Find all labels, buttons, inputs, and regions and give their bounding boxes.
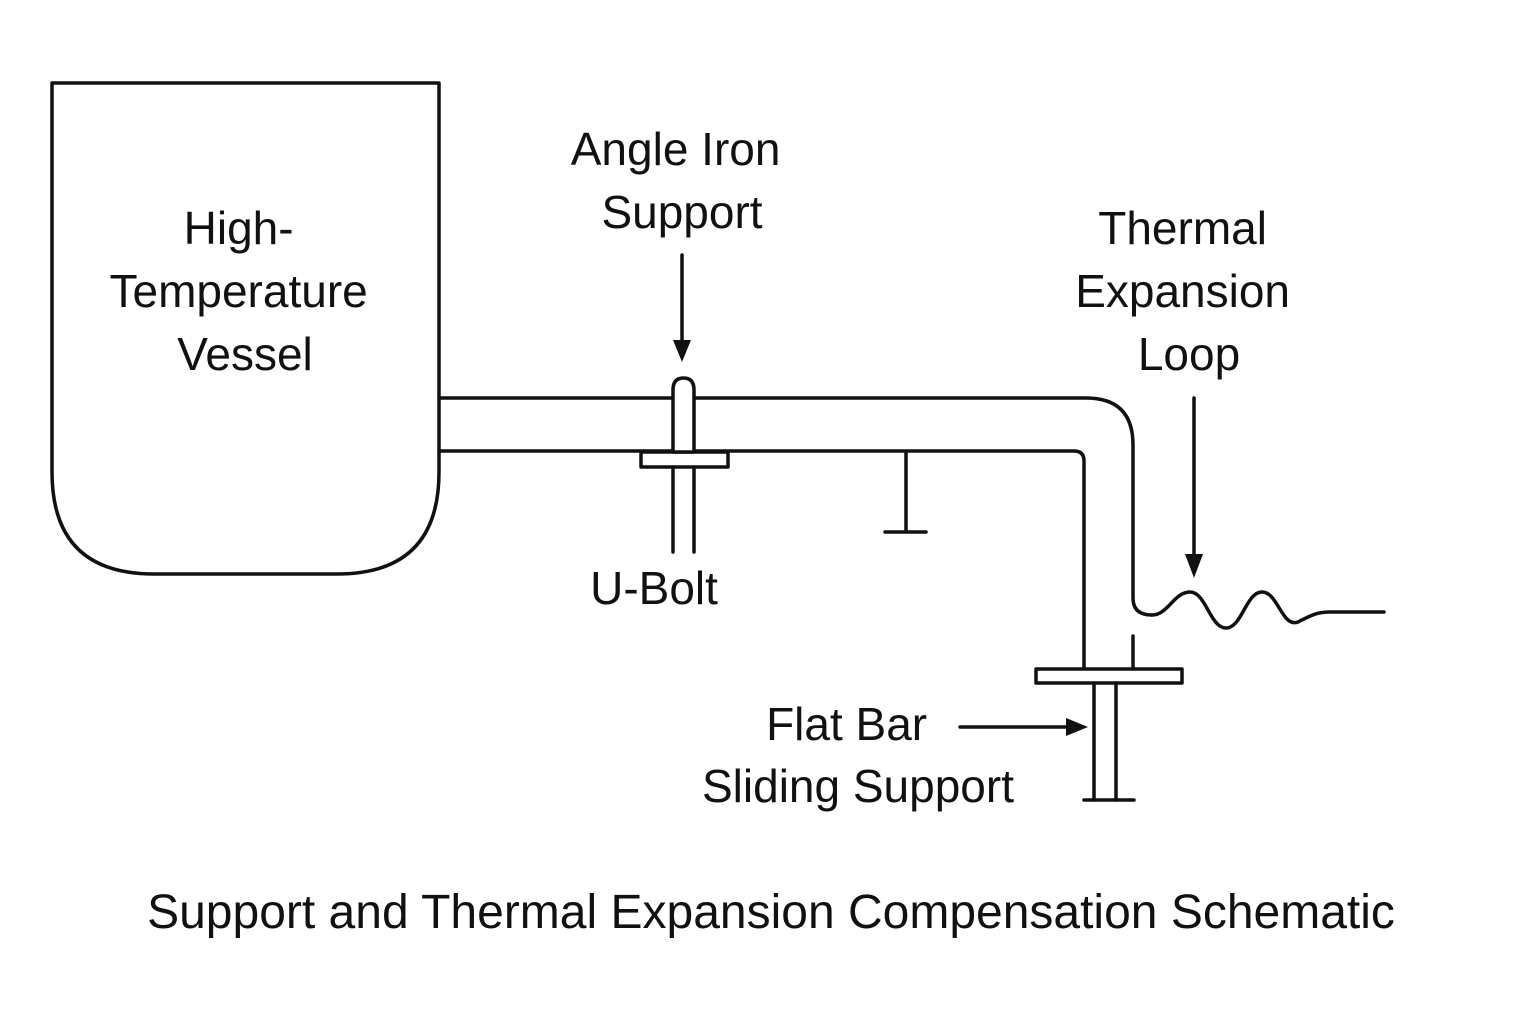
vessel-label-line-1: High-	[184, 202, 294, 254]
angle-iron-label-line-1: Angle Iron	[571, 123, 781, 175]
diagram-title: Support and Thermal Expansion Compensati…	[147, 886, 1395, 939]
angle-iron-arrowhead	[673, 340, 691, 362]
flat-bar-arrowhead	[1066, 718, 1088, 736]
u-bolt-top	[671, 376, 696, 454]
thermal-loop-label-line-2: Expansion	[1075, 265, 1290, 317]
thermal-loop-label: Thermal Expansion Loop	[1075, 202, 1303, 380]
thermal-loop-arrowhead	[1185, 554, 1203, 578]
pipe-top-wall	[437, 396, 1154, 617]
thermal-loop-label-line-3: Loop	[1138, 328, 1240, 380]
u-bolt-label: U-Bolt	[590, 562, 718, 614]
flat-bar-label: Flat Bar Sliding Support	[702, 698, 1014, 812]
flat-bar-label-line-2: Sliding Support	[702, 760, 1014, 812]
pipe-bottom-wall	[437, 449, 1086, 670]
vessel-label-line-3: Vessel	[177, 328, 313, 380]
flat-bar-plate	[1034, 667, 1184, 685]
expansion-loop-wave	[1150, 590, 1386, 630]
vessel-shape	[50, 81, 441, 576]
vessel-label: High- Temperature Vessel	[109, 202, 380, 380]
vessel-label-line-2: Temperature	[109, 265, 367, 317]
angle-iron-plate	[639, 450, 730, 469]
thermal-loop-label-line-1: Thermal	[1098, 202, 1267, 254]
angle-iron-label-line-2: Support	[601, 186, 762, 238]
angle-iron-label: Angle Iron Support	[571, 123, 793, 238]
flat-bar-label-line-1: Flat Bar	[766, 698, 927, 750]
